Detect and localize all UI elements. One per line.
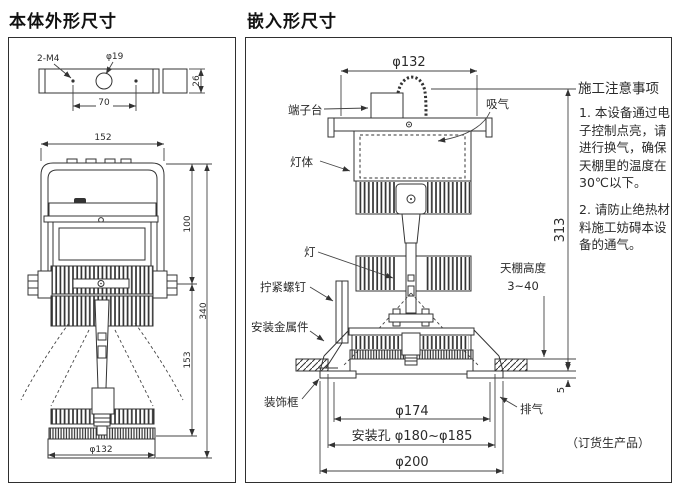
fixture-front-view: 152 bbox=[20, 133, 184, 459]
component-labels: 端子台 灯体 灯 拧紧螺钉 安装金属件 装饰框 吸气 排气 bbox=[251, 97, 543, 416]
dim-mounting-hole: 安装孔 φ180~φ185 bbox=[352, 429, 473, 444]
dim-5: 5 bbox=[556, 387, 567, 393]
ceiling-section-right bbox=[494, 358, 528, 372]
dim-26: 26 bbox=[192, 75, 202, 87]
recessed-dimension-drawing: φ132 bbox=[251, 55, 576, 474]
dim-340: 340 bbox=[199, 302, 209, 319]
bracket-top-view: 2-M4 φ19 70 26 bbox=[37, 52, 205, 111]
dim-phi132-top: φ132 bbox=[392, 55, 425, 70]
screw-hole-right bbox=[134, 79, 138, 83]
label-tighten-screw: 拧紧螺钉 bbox=[260, 280, 306, 294]
terminal-block bbox=[370, 92, 404, 119]
dim-70: 70 bbox=[98, 98, 110, 108]
dim-phi200: φ200 bbox=[395, 455, 428, 470]
dim-phi132-base: φ132 bbox=[89, 445, 112, 455]
right-section-title: 嵌入形尺寸 bbox=[247, 12, 337, 32]
dim-313: 313 bbox=[553, 218, 568, 243]
dim-phi174: φ174 bbox=[395, 404, 428, 419]
label-lamp-body: 灯体 bbox=[290, 155, 313, 169]
side-knob-right bbox=[152, 270, 178, 299]
body-dimension-drawing: 2-M4 φ19 70 26 152 bbox=[20, 52, 212, 459]
dim-153: 153 bbox=[183, 351, 193, 368]
label-2-m4: 2-M4 bbox=[37, 54, 60, 64]
label-trim-frame: 装饰框 bbox=[264, 395, 299, 409]
side-knob-left bbox=[27, 270, 53, 299]
label-exhaust: 排气 bbox=[520, 402, 543, 416]
dim-100: 100 bbox=[183, 215, 193, 232]
notes-heading: 施工注意事项 bbox=[578, 81, 659, 97]
lamp-socket bbox=[91, 387, 115, 415]
note-2: 2. 请防止绝热材 料施工妨碍本设 备的通气。 bbox=[579, 202, 670, 252]
bottom-diameter-dims: φ174 安装孔 φ180~φ185 φ200 bbox=[319, 374, 504, 474]
left-view-vertical-dims: 100 153 340 bbox=[156, 163, 212, 459]
lamp-stem bbox=[94, 299, 110, 389]
label-phi19: φ19 bbox=[106, 52, 124, 62]
label-lamp: 灯 bbox=[304, 245, 316, 259]
lamp-housing bbox=[353, 130, 472, 182]
cable-hole bbox=[95, 72, 113, 90]
recessed-dimensions-panel: φ132 bbox=[245, 37, 672, 483]
label-mounting-bracket: 安装金属件 bbox=[251, 320, 309, 334]
dim-152: 152 bbox=[94, 133, 111, 143]
order-production-note: （订货生产品） bbox=[566, 436, 651, 450]
body-dimensions-panel: 2-M4 φ19 70 26 152 bbox=[8, 37, 236, 483]
label-terminal-block: 端子台 bbox=[288, 103, 323, 117]
mounting-spring bbox=[318, 280, 349, 369]
dim-ceiling-height-range: 3~40 bbox=[507, 279, 539, 293]
dim-ceiling-height-label: 天棚高度 bbox=[500, 261, 546, 275]
left-section-title: 本体外形尺寸 bbox=[9, 12, 117, 32]
supply-cable bbox=[396, 75, 428, 119]
label-air-intake: 吸气 bbox=[486, 97, 509, 111]
screw-hole-left bbox=[71, 79, 75, 83]
ceiling-section-left bbox=[295, 358, 329, 372]
note-1: 1. 本设备通过电 子控制点亮，请 进行换气，确保 天棚里的温度在 30℃以下。 bbox=[579, 105, 670, 190]
